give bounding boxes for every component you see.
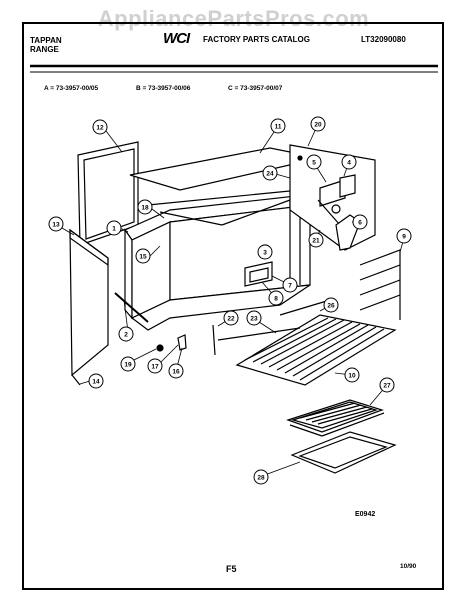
callout-1: [106, 220, 122, 236]
callout-16: [168, 363, 184, 379]
callout-7: [282, 277, 298, 293]
thermostat-parts: [317, 174, 356, 226]
callout-label: 13: [52, 222, 60, 229]
callout-label: 22: [227, 316, 235, 323]
callout-label: 15: [139, 254, 147, 261]
burner-tube: [212, 324, 216, 356]
callout-label: 9: [402, 234, 406, 241]
broiler-pan: [290, 431, 397, 474]
callout-2: [118, 326, 134, 342]
callout-27: [379, 377, 395, 393]
brand-name: TAPPAN RANGE: [30, 36, 62, 54]
callout-13: [48, 216, 64, 232]
callout-label: 28: [257, 475, 265, 482]
catalog-part-number: LT32090080: [361, 35, 406, 44]
callout-label: 14: [92, 379, 100, 386]
wci-logo: WCI: [163, 30, 190, 47]
callout-6: [352, 214, 368, 230]
rack-bar: [279, 299, 331, 316]
callout-label: 16: [172, 369, 180, 376]
callout-21: [308, 232, 324, 248]
control-bracket: [244, 261, 273, 287]
callout-28: [253, 469, 269, 485]
page-number: F5: [226, 564, 237, 574]
callout-4: [341, 154, 357, 170]
callout-label: 8: [274, 296, 278, 303]
callout-label: 11: [275, 124, 282, 131]
callout-15: [135, 248, 151, 264]
oven-rack: [235, 314, 397, 386]
catalog-title: FACTORY PARTS CATALOG: [203, 35, 310, 44]
callout-8: [268, 290, 284, 306]
hinge-pin: [156, 344, 164, 352]
door-hinge-rod: [114, 292, 149, 323]
callout-labels: 12 11 20 5 4 24 18 1 15 13 3 6 21 9 8 7 …: [52, 122, 406, 482]
callout-label: 21: [312, 238, 320, 245]
brand-line-2: RANGE: [30, 45, 59, 54]
watermark: AppliancePartsPros.com: [97, 6, 370, 31]
callout-label: 19: [124, 362, 132, 369]
callout-26: [323, 297, 339, 313]
callout-22: [223, 310, 239, 326]
callout-label: 27: [383, 383, 391, 390]
callout-24: [262, 165, 278, 181]
callout-label: 10: [348, 373, 356, 380]
hinge-clip: [177, 334, 187, 351]
callout-12: [92, 119, 108, 135]
callout-10: [344, 367, 360, 383]
oven-side-panel: [69, 228, 109, 377]
brand-line-1: TAPPAN: [30, 36, 62, 45]
callout-23: [246, 310, 262, 326]
model-code-a: A = 73-3957-00/05: [44, 85, 99, 92]
callout-label: 24: [266, 171, 274, 178]
callout-18: [137, 199, 153, 215]
callout-17: [147, 358, 163, 374]
callout-label: 2: [124, 332, 128, 339]
callout-11: [270, 118, 286, 134]
callout-14: [88, 373, 104, 389]
callout-label: 26: [327, 303, 335, 310]
heater-element-wire: [217, 327, 301, 341]
callout-19: [120, 356, 136, 372]
callout-3: [257, 244, 273, 260]
oven-cavity-body: [124, 189, 311, 331]
callout-label: 20: [314, 122, 322, 129]
callout-label: 12: [96, 125, 104, 132]
callout-5: [306, 154, 322, 170]
callout-label: 18: [141, 205, 149, 212]
callout-label: 7: [288, 283, 292, 290]
callout-label: 4: [347, 160, 351, 167]
callout-9: [396, 228, 412, 244]
callout-label: 1: [112, 226, 116, 233]
callout-20: [310, 116, 326, 132]
rack-support-rails: [359, 249, 401, 320]
callout-label: 3: [263, 250, 267, 257]
callout-label: 17: [151, 364, 159, 371]
revision-date: 10/90: [400, 563, 417, 570]
callout-label: 5: [312, 160, 316, 167]
callout-label: 6: [358, 220, 362, 227]
broiler-grid: [286, 399, 385, 437]
figure-code: E0942: [355, 511, 376, 518]
callout-markers: [48, 116, 412, 485]
model-code-b: B = 73-3957-00/06: [136, 85, 191, 92]
page-border: [22, 22, 444, 590]
model-code-c: C = 73-3957-00/07: [228, 85, 283, 92]
callout-label: 23: [250, 316, 258, 323]
